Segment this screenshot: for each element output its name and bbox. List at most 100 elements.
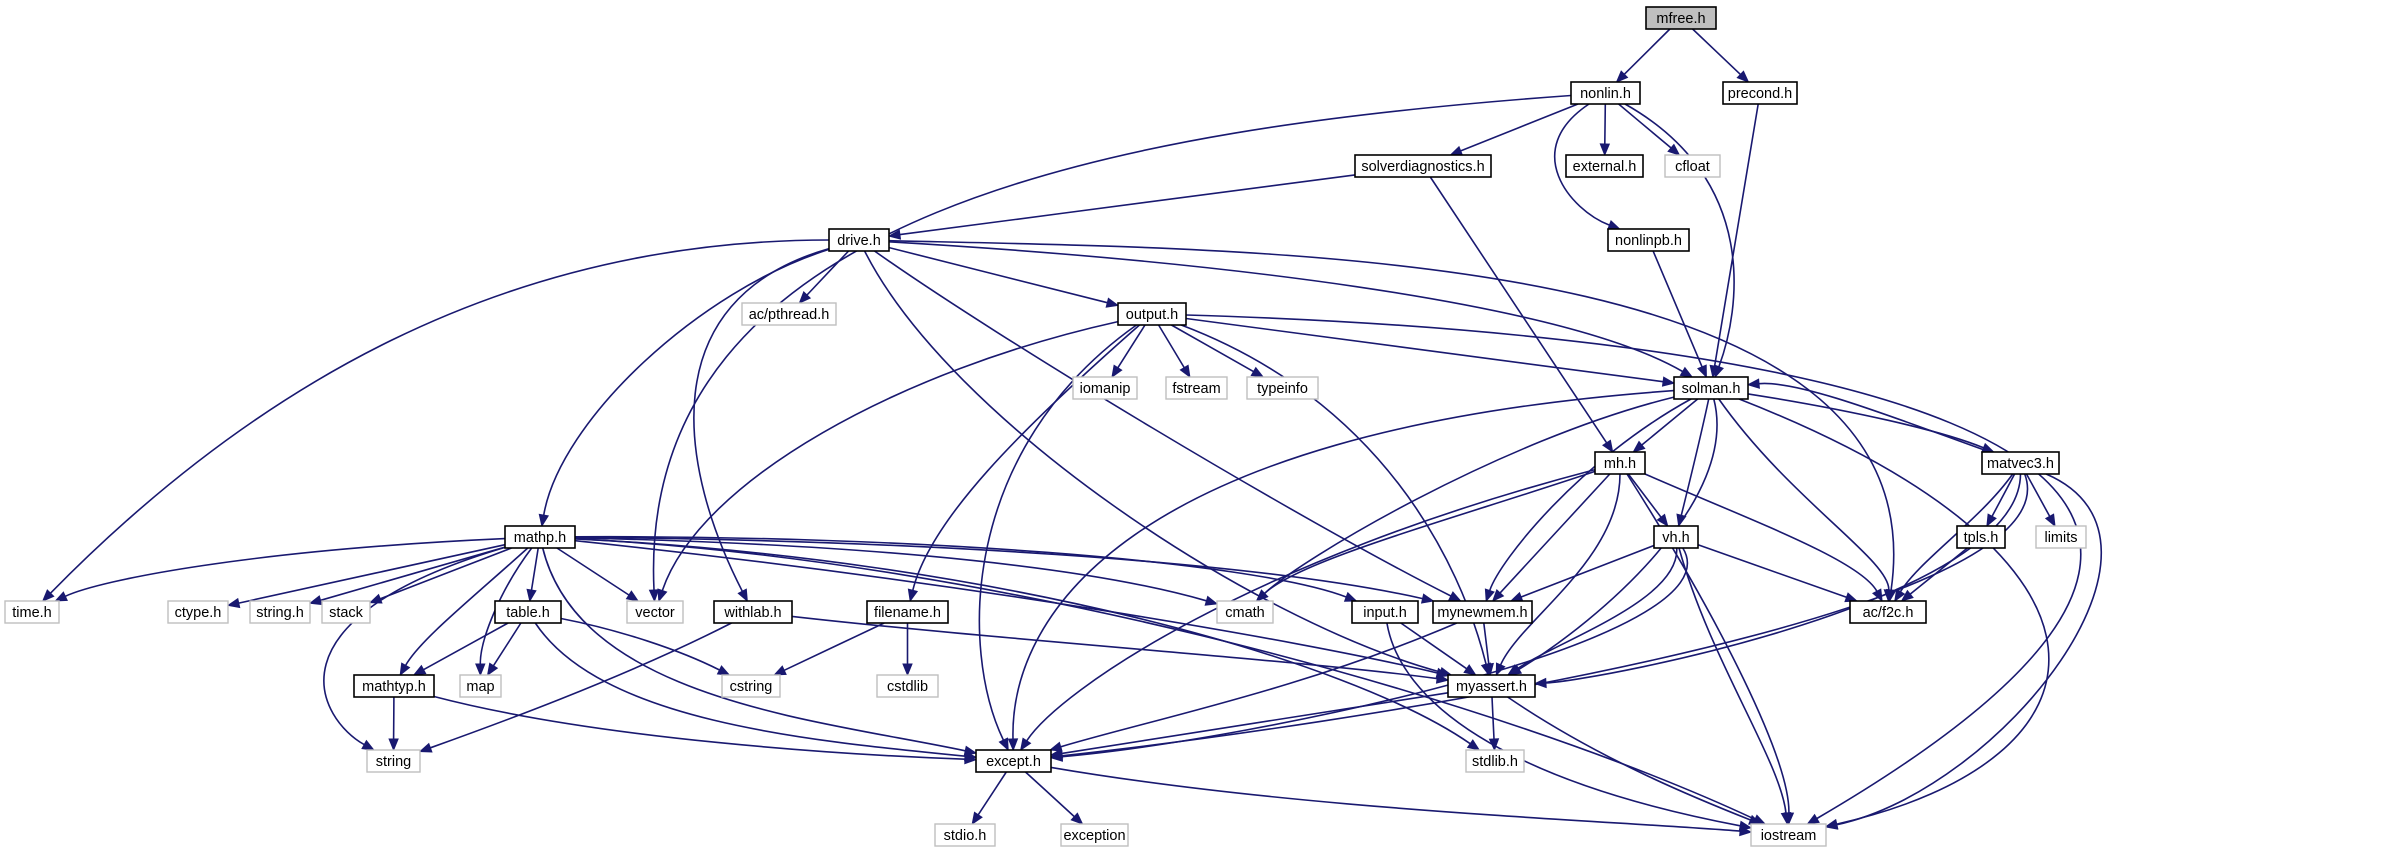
node-mh[interactable]: mh.h bbox=[1594, 451, 1646, 475]
edge-line bbox=[1491, 696, 1495, 740]
edge-nonlin-to-solverdiag bbox=[1449, 103, 1579, 156]
node-mfree[interactable]: mfree.h bbox=[1645, 6, 1717, 30]
edge-output-to-solman bbox=[1185, 317, 1676, 387]
edge-arrowhead bbox=[486, 662, 499, 677]
edge-arrowhead bbox=[1679, 366, 1694, 378]
node-inputh[interactable]: input.h bbox=[1351, 600, 1419, 624]
edge-mh-to-mynewmem bbox=[1491, 473, 1611, 602]
edge-arrowhead bbox=[773, 665, 787, 676]
node-box bbox=[167, 600, 229, 624]
node-withlab[interactable]: withlab.h bbox=[713, 600, 793, 624]
edge-line bbox=[1738, 398, 2050, 825]
node-label: typeinfo bbox=[1257, 381, 1308, 397]
edge-arrowhead bbox=[902, 663, 913, 677]
node-label: vh.h bbox=[1662, 530, 1689, 546]
node-label: table.h bbox=[506, 605, 550, 621]
node-box bbox=[1956, 525, 2006, 549]
edge-line bbox=[1747, 393, 1984, 449]
edge-withlab-to-myassert bbox=[791, 615, 1450, 684]
node-label: cfloat bbox=[1675, 159, 1710, 175]
edge-line bbox=[888, 241, 1684, 373]
edge-nonlin-to-vector bbox=[648, 94, 1572, 603]
edge-line bbox=[899, 174, 1356, 236]
edge-line bbox=[574, 537, 1207, 602]
edge-line bbox=[1899, 473, 2014, 593]
node-vh[interactable]: vh.h bbox=[1653, 525, 1699, 549]
edge-arrowhead bbox=[1509, 591, 1524, 602]
node-except[interactable]: except.h bbox=[975, 749, 1052, 773]
edge-solman-to-cmath bbox=[1255, 396, 1675, 602]
edge-line bbox=[1483, 622, 1490, 665]
edge-line bbox=[1499, 473, 1621, 666]
node-matvec3[interactable]: matvec3.h bbox=[1981, 451, 2060, 475]
node-nonlinpb[interactable]: nonlinpb.h bbox=[1607, 228, 1690, 252]
edge-line bbox=[1185, 317, 1664, 383]
edge-nonlin-to-nonlinpb bbox=[1554, 103, 1621, 230]
node-precond[interactable]: precond.h bbox=[1722, 81, 1798, 105]
node-myassert[interactable]: myassert.h bbox=[1447, 674, 1536, 698]
node-tpls[interactable]: tpls.h bbox=[1956, 525, 2006, 549]
edge-line bbox=[574, 535, 1347, 598]
node-label: iomanip bbox=[1080, 381, 1131, 397]
node-acf2c[interactable]: ac/f2c.h bbox=[1849, 600, 1927, 624]
node-external[interactable]: external.h bbox=[1565, 154, 1644, 178]
edge-output-to-iostream bbox=[1185, 314, 2082, 825]
edge-arrowhead bbox=[1483, 662, 1494, 677]
edge-arrowhead bbox=[1661, 376, 1676, 387]
node-mynewmem[interactable]: mynewmem.h bbox=[1432, 600, 1533, 624]
edge-line bbox=[238, 543, 506, 604]
edge-line bbox=[783, 622, 885, 672]
node-box bbox=[1565, 154, 1644, 178]
node-mathp[interactable]: mathp.h bbox=[504, 525, 576, 549]
node-label: stdlib.h bbox=[1472, 754, 1518, 770]
node-box bbox=[321, 600, 371, 624]
edge-line bbox=[1507, 696, 1751, 821]
edge-arrowhead bbox=[1448, 591, 1462, 602]
node-solverdiag[interactable]: solverdiagnostics.h bbox=[1354, 154, 1492, 178]
node-nonlin[interactable]: nonlin.h bbox=[1570, 81, 1641, 105]
edge-arrowhead bbox=[1111, 364, 1123, 379]
node-tableh[interactable]: table.h bbox=[494, 600, 562, 624]
edge-arrowhead bbox=[412, 664, 427, 676]
edge-except-to-stdioh bbox=[971, 771, 1007, 826]
node-box bbox=[1447, 674, 1536, 698]
node-box bbox=[1432, 600, 1533, 624]
node-box bbox=[1673, 376, 1749, 400]
edge-drive-to-output bbox=[888, 246, 1120, 308]
node-label: stdio.h bbox=[944, 828, 987, 844]
edge-line bbox=[1061, 547, 1688, 758]
edge-solman-to-matvec3 bbox=[1747, 393, 1995, 453]
node-label: drive.h bbox=[837, 233, 881, 249]
edge-arrowhead bbox=[1872, 588, 1883, 603]
edge-line bbox=[888, 246, 1108, 304]
edge-arrowhead bbox=[716, 665, 731, 676]
edge-mathp-to-stringh bbox=[308, 546, 506, 606]
edge-arrowhead bbox=[418, 742, 433, 753]
edge-myassert-to-except bbox=[1049, 692, 1449, 759]
node-box bbox=[366, 749, 421, 773]
edge-arrowhead bbox=[964, 753, 978, 765]
node-label: string.h bbox=[256, 605, 304, 621]
node-label: mathtyp.h bbox=[362, 679, 426, 695]
edge-arrowhead bbox=[1007, 738, 1019, 752]
edge-arrowhead bbox=[625, 590, 640, 602]
node-output[interactable]: output.h bbox=[1117, 302, 1187, 326]
edge-vh-to-iostream bbox=[1678, 547, 1792, 826]
edge-line bbox=[1836, 473, 2102, 826]
edge-drive-to-acpthread bbox=[798, 250, 850, 304]
edge-line bbox=[1641, 398, 1699, 446]
node-box bbox=[504, 525, 576, 549]
edge-matvec3-to-tpls bbox=[1986, 473, 2016, 528]
node-box bbox=[459, 674, 502, 698]
edge-line bbox=[1697, 544, 1847, 599]
edge-mathp-to-myassert bbox=[574, 539, 1450, 679]
edge-line bbox=[479, 547, 533, 665]
node-drive[interactable]: drive.h bbox=[828, 228, 890, 252]
node-filename[interactable]: filename.h bbox=[866, 600, 949, 624]
node-box bbox=[626, 600, 684, 624]
edge-line bbox=[1680, 398, 1710, 516]
node-mathtyp[interactable]: mathtyp.h bbox=[353, 674, 435, 698]
node-solman[interactable]: solman.h bbox=[1673, 376, 1749, 400]
edge-drive-to-solman bbox=[888, 241, 1694, 378]
